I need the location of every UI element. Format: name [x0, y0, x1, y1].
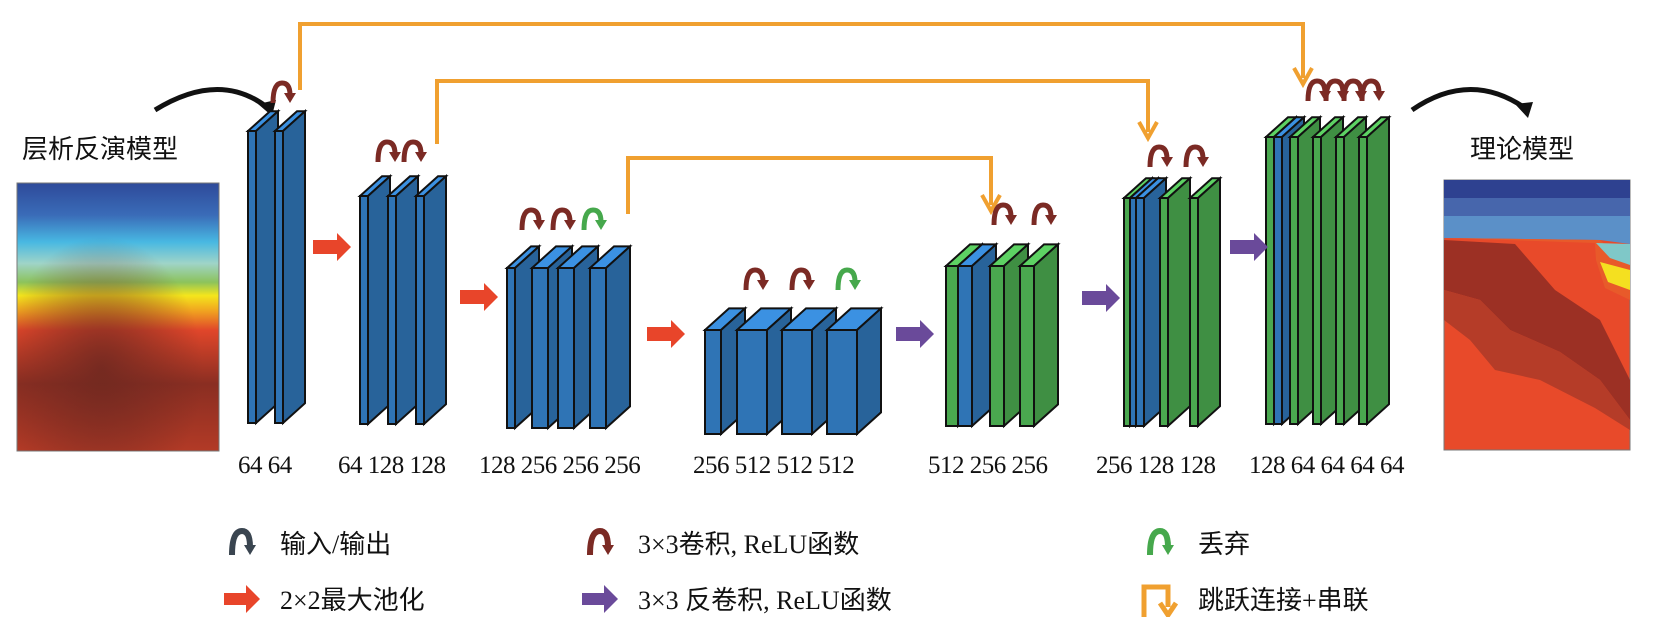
input-model-image	[16, 182, 220, 452]
output-arrow	[1410, 87, 1527, 113]
feature-map-dec1-3	[1017, 242, 1061, 429]
maxpool-arrow	[313, 233, 351, 261]
conv-arrow	[789, 267, 815, 291]
legend-label: 3×3 反卷积, ReLU函数	[638, 586, 892, 615]
channel-label-bottleneck: 256 512 512 512	[693, 452, 855, 479]
skip-connections	[298, 22, 1314, 216]
conv-arrow	[375, 139, 401, 163]
output-arrow-head	[1515, 102, 1533, 118]
io-arrow-icon	[229, 527, 256, 555]
deconv-arrow-icon	[582, 584, 618, 613]
feature-map-enc2-1	[385, 173, 421, 427]
channel-label-dec3: 128 64 64 64 64	[1249, 452, 1405, 479]
conv-arrow	[991, 202, 1017, 226]
channel-label-enc2: 64 128 128	[338, 452, 446, 479]
conv-arrow	[270, 80, 296, 104]
legend-label: 3×3卷积, ReLU函数	[638, 530, 860, 559]
skip-connection-3-head	[980, 194, 1002, 216]
skip-connection-2	[435, 79, 1150, 144]
feature-map-enc1-0	[245, 108, 281, 426]
feature-map-enc1-1	[272, 108, 308, 426]
deconv-arrow	[1082, 284, 1120, 312]
dropout-arrow-icon	[1147, 527, 1174, 555]
legend-item-conv: 3×3卷积, ReLU函数	[580, 524, 859, 561]
feature-map-enc3-3	[587, 244, 633, 431]
conv-arrow	[401, 139, 427, 163]
channel-label-dec1: 512 256 256	[928, 452, 1048, 479]
feature-map-enc2-2	[413, 173, 449, 427]
conv-arrow	[550, 207, 576, 231]
feature-map-enc2-0	[357, 173, 393, 427]
skip-connection-3	[626, 156, 993, 214]
legend-label: 丢弃	[1198, 530, 1251, 559]
conv-arrow	[1183, 144, 1209, 168]
conv-arrow-icon	[587, 527, 614, 555]
skip-connection-1	[298, 22, 1305, 90]
output-model-image	[1443, 179, 1631, 451]
dropout-arrow	[581, 207, 607, 231]
channel-label-enc1: 64 64	[238, 452, 292, 479]
skip-connection-1-head	[1292, 67, 1314, 89]
feature-map-dec2-3	[1157, 175, 1193, 429]
conv-arrow	[743, 267, 769, 291]
dropout-arrow	[835, 267, 861, 291]
legend-item-io: 输入/输出	[222, 524, 391, 561]
feature-map-dec2-4	[1187, 175, 1223, 429]
feature-map-dec3-5	[1356, 114, 1392, 427]
input-model-title: 层析反演模型	[22, 135, 178, 165]
deconv-arrow	[1230, 233, 1268, 261]
legend-label: 输入/输出	[280, 530, 392, 559]
output-model-title: 理论模型	[1470, 135, 1574, 165]
legend-item-skip: 跳跃连接+串联	[1140, 580, 1369, 617]
skip-connection-2-head	[1137, 121, 1159, 143]
conv-arrow	[1147, 144, 1173, 168]
input-arrow	[153, 87, 270, 113]
feature-map-bottleneck-3	[824, 306, 884, 437]
channel-label-dec2: 256 128 128	[1096, 452, 1216, 479]
conv-arrow	[1031, 202, 1057, 226]
channel-label-enc3: 128 256 256 256	[479, 452, 641, 479]
skip-connection-icon	[1141, 584, 1179, 617]
feature-map-bottleneck-1	[734, 306, 794, 437]
maxpool-arrow	[647, 320, 685, 348]
conv-arrow	[1359, 78, 1385, 102]
legend-item-maxpool: 2×2最大池化	[222, 580, 425, 617]
deconv-arrow	[896, 320, 934, 348]
legend-item-dropout: 丢弃	[1140, 524, 1250, 561]
conv-arrow	[519, 207, 545, 231]
legend-label: 跳跃连接+串联	[1198, 586, 1369, 615]
maxpool-arrow-icon	[224, 584, 260, 613]
maxpool-arrow	[460, 283, 498, 311]
legend-item-deconv: 3×3 反卷积, ReLU函数	[580, 580, 892, 617]
legend-label: 2×2最大池化	[280, 586, 425, 615]
